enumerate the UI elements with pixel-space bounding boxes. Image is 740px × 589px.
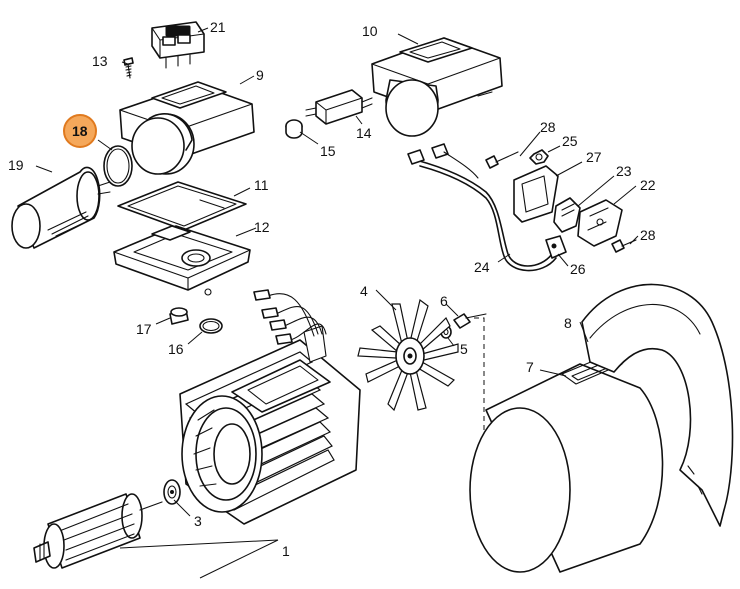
part-24-cable[interactable] xyxy=(407,143,557,272)
label-part-28-bottom: 28 xyxy=(640,227,656,243)
part-3-bearing[interactable] xyxy=(163,479,181,505)
leader-lines xyxy=(35,27,639,579)
label-part-8: 8 xyxy=(564,315,572,331)
part-28-screw-bottom[interactable] xyxy=(611,239,637,253)
label-part-19: 19 xyxy=(8,157,24,173)
part-8-fan-cover[interactable] xyxy=(581,283,734,527)
motor-leads xyxy=(253,289,327,345)
part-22-clamp[interactable] xyxy=(577,199,623,247)
label-part-7: 7 xyxy=(526,359,534,375)
label-part-10: 10 xyxy=(362,23,378,39)
part-16-o-ring[interactable] xyxy=(199,318,223,334)
label-part-17: 17 xyxy=(136,321,152,337)
part-9-switch-box[interactable] xyxy=(119,81,255,175)
part-26-cable-sleeve[interactable] xyxy=(545,235,567,259)
part-23-strain-relief[interactable] xyxy=(553,197,581,233)
part-1-rotor[interactable] xyxy=(33,493,163,569)
part-19-capacitor[interactable] xyxy=(11,166,111,249)
label-part-26: 26 xyxy=(570,261,586,277)
part-11-gasket[interactable] xyxy=(117,181,247,231)
part-17-grommet[interactable] xyxy=(169,307,189,325)
label-part-21: 21 xyxy=(210,19,226,35)
label-part-5: 5 xyxy=(460,341,468,357)
part-14-relay[interactable] xyxy=(305,89,373,125)
label-part-9: 9 xyxy=(256,67,264,83)
label-part-6: 6 xyxy=(440,293,448,309)
part-18-o-ring[interactable] xyxy=(103,145,133,187)
part-10-switch-box[interactable] xyxy=(371,37,503,137)
label-part-12: 12 xyxy=(254,219,270,235)
part-6-screw[interactable] xyxy=(453,313,487,329)
label-part-23: 23 xyxy=(616,163,632,179)
label-part-13: 13 xyxy=(92,53,108,69)
part-12-cover[interactable] xyxy=(113,225,251,296)
part-7-end-shield[interactable] xyxy=(469,353,664,573)
label-part-22: 22 xyxy=(640,177,656,193)
label-part-1: 1 xyxy=(282,543,290,559)
part-28-screw-top[interactable] xyxy=(485,151,519,169)
part-15-cap[interactable] xyxy=(285,119,303,139)
part-25-nut[interactable] xyxy=(529,149,549,165)
highlight-marker-18 xyxy=(63,114,97,148)
part-27-bracket[interactable] xyxy=(513,165,559,223)
part-13-screw[interactable] xyxy=(123,57,134,79)
label-part-15: 15 xyxy=(320,143,336,159)
label-part-27: 27 xyxy=(586,149,602,165)
label-part-11: 11 xyxy=(254,177,269,193)
motor-stator-housing[interactable] xyxy=(179,325,361,525)
label-part-24: 24 xyxy=(474,259,490,275)
label-part-16: 16 xyxy=(168,341,184,357)
label-part-25: 25 xyxy=(562,133,578,149)
label-part-3: 3 xyxy=(194,513,202,529)
label-part-14: 14 xyxy=(356,125,372,141)
part-4-fan[interactable] xyxy=(357,298,459,412)
part-21-switch[interactable] xyxy=(151,21,205,69)
label-part-4: 4 xyxy=(360,283,368,299)
label-part-18: 18 xyxy=(72,123,88,139)
label-part-28-top: 28 xyxy=(540,119,556,135)
